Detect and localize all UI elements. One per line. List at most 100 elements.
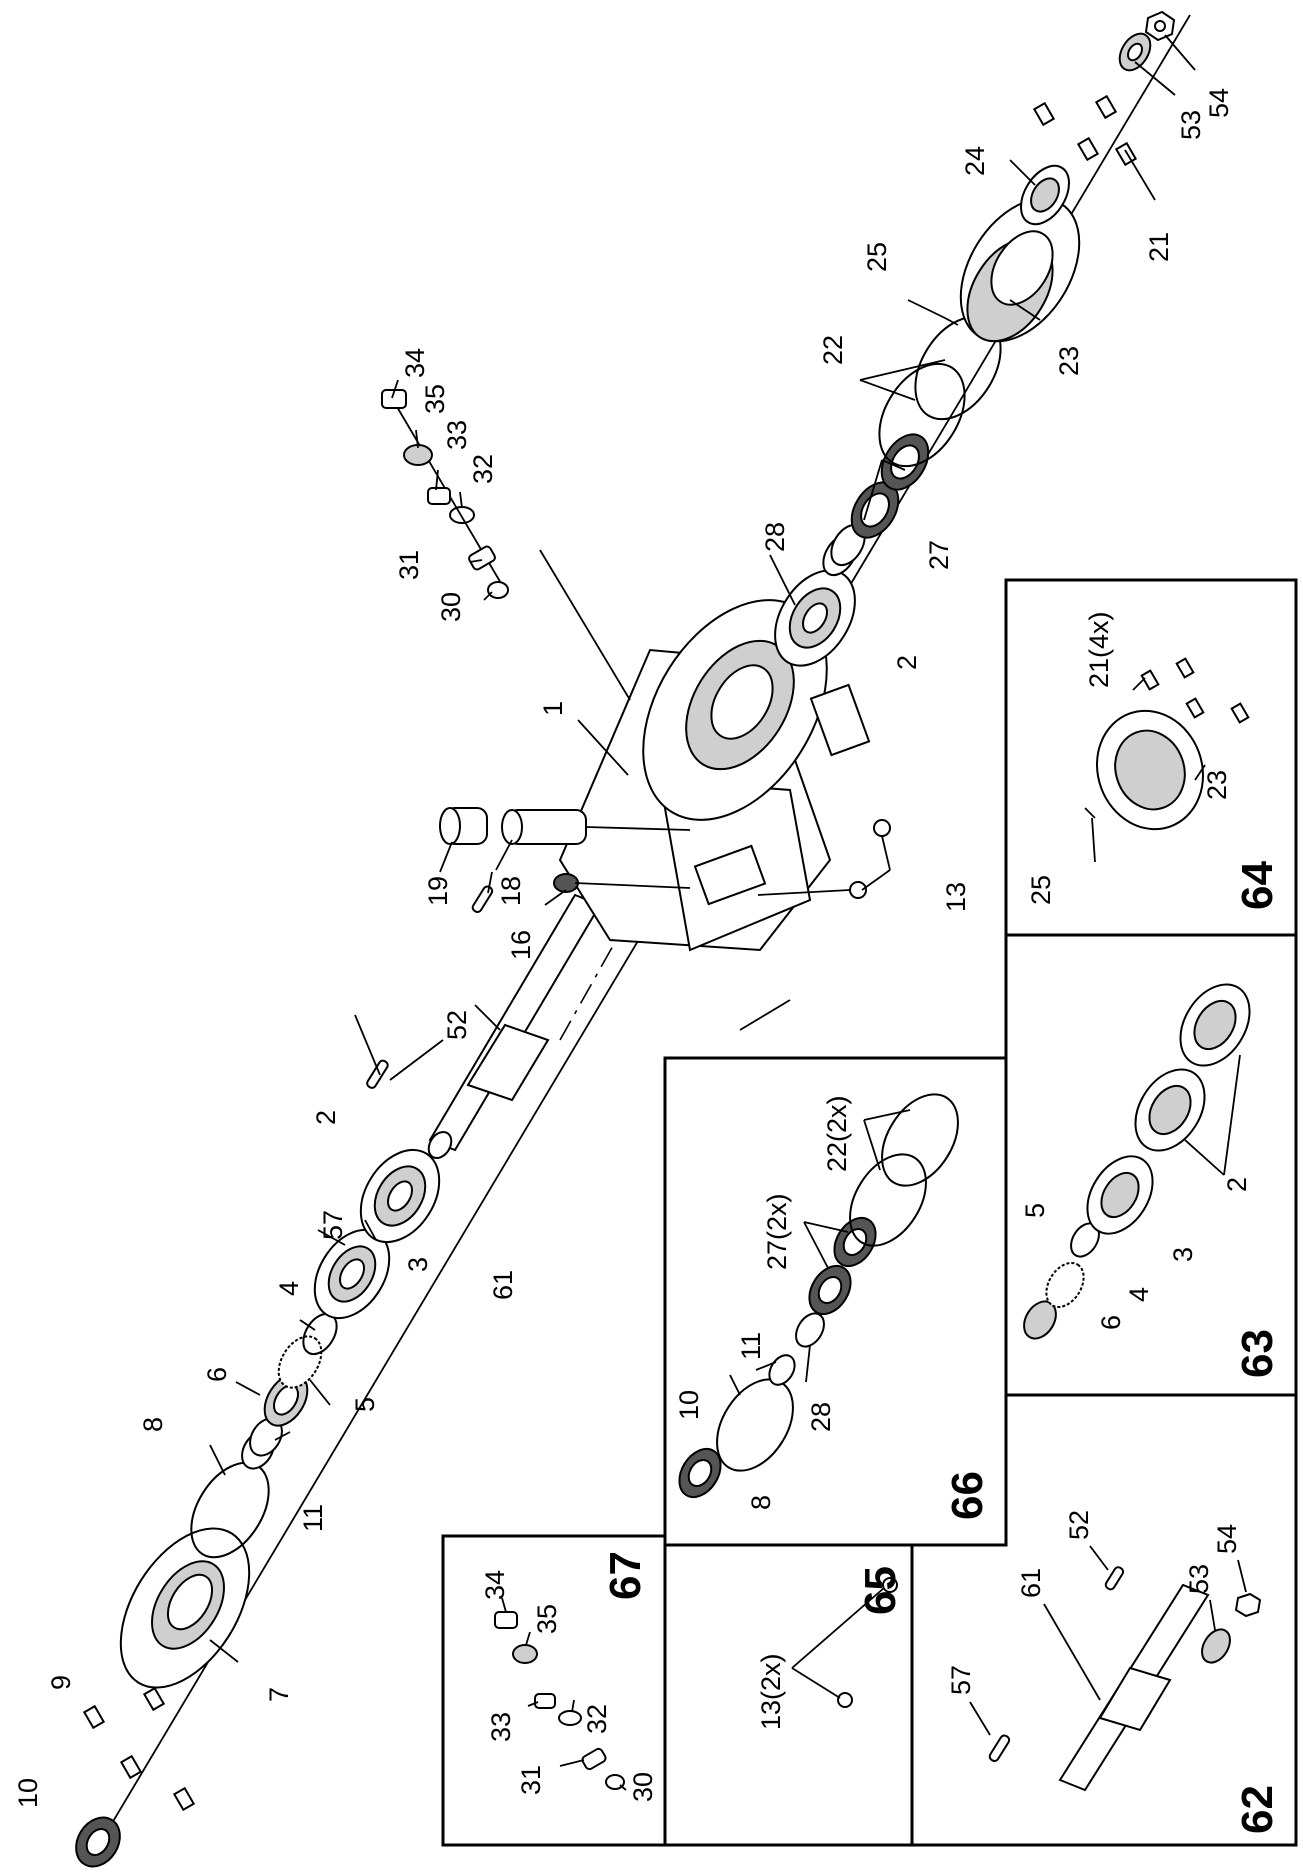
kit-66-label-28: 28 xyxy=(806,1402,836,1432)
kit-66-label-8: 8 xyxy=(746,1495,776,1510)
label-part-2-rear: 2 xyxy=(892,655,922,670)
main-part-labels: 1 2 2 3 4 5 6 7 8 9 10 11 13 16 18 19 21… xyxy=(13,88,1234,1808)
part-32-washer xyxy=(449,506,475,524)
kit-66: 10 8 11 28 27(2x) 22(2x) 66 xyxy=(674,1093,992,1520)
part-54-nut xyxy=(1144,10,1176,42)
part-53-washer xyxy=(1118,32,1152,72)
part-27-seals xyxy=(850,433,930,539)
part-28-sleeve xyxy=(822,523,866,577)
label-part-33: 33 xyxy=(442,420,472,450)
label-part-10: 10 xyxy=(13,1778,43,1808)
label-part-3: 3 xyxy=(403,1257,433,1272)
label-part-32: 32 xyxy=(468,454,498,484)
part-57-key xyxy=(366,1059,389,1089)
kit-64-number: 64 xyxy=(1233,861,1282,910)
kit-63-number: 63 xyxy=(1233,1329,1282,1378)
kit-65-number: 65 xyxy=(856,1566,905,1615)
label-part-53: 53 xyxy=(1176,110,1206,140)
label-part-31: 31 xyxy=(394,550,424,580)
part-3-bearing xyxy=(313,1228,391,1320)
part-33-adapter xyxy=(427,487,451,505)
label-part-11: 11 xyxy=(298,1504,328,1532)
label-part-18: 18 xyxy=(496,876,526,906)
label-part-34: 34 xyxy=(400,348,430,378)
kit-62-label-53: 53 xyxy=(1184,1564,1214,1594)
kit-67-label-30: 30 xyxy=(628,1772,658,1802)
label-part-61: 61 xyxy=(488,1270,518,1300)
part-30-elbow xyxy=(487,581,509,599)
kit-63-label-2: 2 xyxy=(1222,1177,1252,1192)
label-part-4: 4 xyxy=(274,1281,304,1296)
kit-62-label-52: 52 xyxy=(1064,1510,1094,1540)
kit-66-label-11: 11 xyxy=(736,1332,766,1360)
part-1-housing xyxy=(558,599,871,952)
kit-63-label-4: 4 xyxy=(1124,1287,1154,1302)
kit-62-number: 62 xyxy=(1233,1785,1282,1834)
kit-67-label-33: 33 xyxy=(486,1712,516,1742)
label-part-16: 16 xyxy=(506,930,536,960)
label-part-25: 25 xyxy=(862,242,892,272)
kit-63-label-5: 5 xyxy=(1020,1203,1050,1218)
part-10-seal xyxy=(75,1816,121,1868)
kit-67-frame xyxy=(441,1534,667,1847)
label-part-8: 8 xyxy=(138,1417,168,1432)
label-part-57: 57 xyxy=(318,1210,348,1240)
housing-center-line xyxy=(559,559,831,1041)
label-part-54: 54 xyxy=(1204,88,1234,118)
label-part-2-front: 2 xyxy=(311,1110,341,1125)
label-part-35: 35 xyxy=(420,384,450,414)
label-part-27: 27 xyxy=(924,540,954,570)
part-24-cap xyxy=(1020,164,1070,226)
label-part-13: 13 xyxy=(941,882,971,912)
label-part-23: 23 xyxy=(1054,346,1084,376)
label-part-5: 5 xyxy=(350,1397,380,1412)
kit-64-label-21-4x: 21(4x) xyxy=(1084,611,1114,688)
kit-67-label-34: 34 xyxy=(480,1570,510,1600)
part-16-fitting xyxy=(553,873,691,893)
kit-67-label-32: 32 xyxy=(582,1704,612,1734)
part-2-bearing-front xyxy=(359,1148,441,1244)
label-part-19: 19 xyxy=(423,876,453,906)
kit-66-number: 66 xyxy=(943,1471,992,1520)
label-part-52: 52 xyxy=(442,1010,472,1040)
part-19-cap xyxy=(439,807,488,845)
part-31-fitting xyxy=(468,545,496,571)
label-part-7: 7 xyxy=(264,1687,294,1702)
part-11-sleeve xyxy=(241,1417,283,1470)
part-18-sight-tube xyxy=(501,809,691,845)
part-2-bearing-rear xyxy=(774,569,856,667)
label-part-9: 9 xyxy=(46,1675,76,1690)
kit-65-label-13-2x: 13(2x) xyxy=(756,1653,786,1730)
kit-62-label-57: 57 xyxy=(946,1665,976,1695)
label-part-1: 1 xyxy=(538,701,568,716)
part-61-shaft xyxy=(427,893,602,1160)
label-part-21: 21 xyxy=(1144,232,1174,262)
kit-66-label-22-2x: 22(2x) xyxy=(822,1095,852,1172)
kit-67-label-31: 31 xyxy=(516,1765,546,1795)
main-leader-lines xyxy=(209,34,1196,1663)
kit-66-label-10: 10 xyxy=(674,1390,704,1420)
kit-64-label-25: 25 xyxy=(1026,875,1056,905)
kit-67-label-35: 35 xyxy=(532,1604,562,1634)
part-23-bearing-cover xyxy=(959,197,1081,343)
kit-62: 57 61 52 53 54 62 xyxy=(946,1510,1282,1834)
kit-62-frame xyxy=(910,1393,1298,1847)
kit-62-label-61: 61 xyxy=(1016,1568,1046,1598)
kit-66-label-27-2x: 27(2x) xyxy=(762,1193,792,1270)
kit-67: 34 35 33 32 31 30 67 xyxy=(480,1551,658,1802)
part-25-pin xyxy=(944,317,959,326)
kit-63-label-6: 6 xyxy=(1096,1315,1126,1330)
part-52-key xyxy=(471,885,494,914)
label-part-30: 30 xyxy=(436,592,466,622)
part-5-lock-washer xyxy=(277,1335,323,1389)
label-part-24: 24 xyxy=(960,146,990,176)
main-exploded-view: 1 2 2 3 4 5 6 7 8 9 10 11 13 16 18 19 21… xyxy=(13,10,1234,1868)
kit-64: 57 25 23 21(4x) 64 xyxy=(1026,611,1282,910)
label-part-22: 22 xyxy=(818,335,848,365)
kit-63: 6 5 4 3 2 63 xyxy=(1020,983,1282,1378)
kit-62-label-54: 54 xyxy=(1212,1524,1242,1554)
label-part-28: 28 xyxy=(760,522,790,552)
kit-frames xyxy=(441,578,1298,1847)
part-9-bolts xyxy=(82,1686,196,1812)
